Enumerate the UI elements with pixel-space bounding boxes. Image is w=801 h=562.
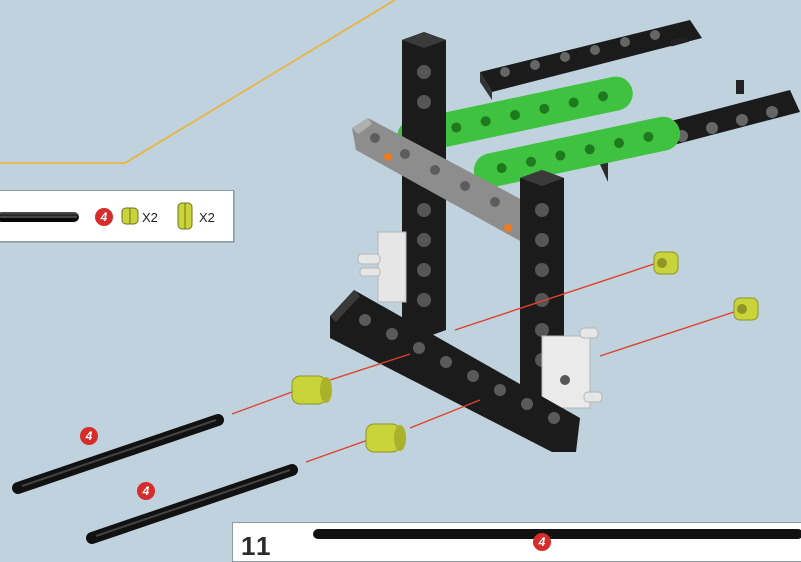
- step-axle-length-badge: 4: [533, 533, 551, 551]
- step-panel: 11 4: [232, 522, 801, 562]
- beam-back-top: [480, 20, 702, 100]
- assembly-illustration: [0, 0, 800, 544]
- connector-right: [541, 327, 603, 409]
- step-number: 11: [241, 531, 273, 561]
- callout-line: [0, 0, 396, 164]
- bushing-3: [653, 251, 679, 275]
- axle-2: [86, 464, 298, 544]
- step-axle-icon: [313, 529, 801, 539]
- axle-1-length-badge: 4: [80, 427, 98, 445]
- beam-green-upper: [397, 76, 633, 154]
- beam-green-lower: [473, 116, 681, 188]
- bushing-small-icon: [121, 207, 139, 225]
- bushing-large-icon: [177, 202, 193, 230]
- axle-1: [12, 414, 224, 494]
- bushing-4: [733, 297, 759, 321]
- axle-2-length-badge: 4: [137, 482, 155, 500]
- axle-part-icon: [0, 212, 79, 222]
- parts-list-box: 4 X2 X2: [0, 190, 234, 242]
- bushing-2: [365, 423, 406, 453]
- bushing-1: [291, 375, 332, 405]
- connector-left: [357, 231, 407, 303]
- bushing-small-qty: X2: [142, 210, 158, 225]
- guide-lines: [231, 261, 741, 463]
- bushing-large-qty: X2: [199, 210, 215, 225]
- axle-part-length-badge: 4: [95, 208, 113, 226]
- beam-bottom: [330, 290, 580, 452]
